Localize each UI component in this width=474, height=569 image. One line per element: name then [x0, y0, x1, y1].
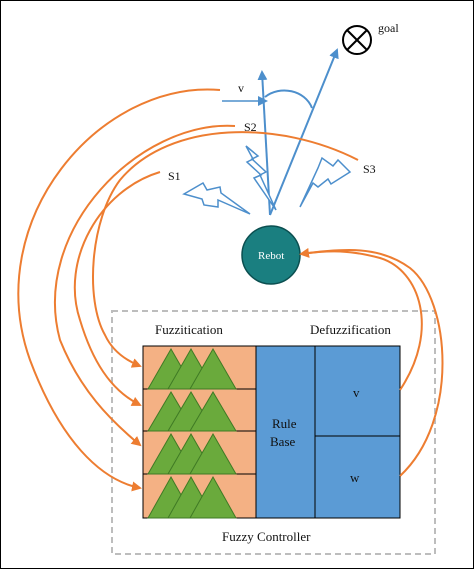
rule-base-label-1: Rule [272, 416, 297, 431]
s3-label: S3 [363, 162, 376, 176]
membership-triangle-r4-3 [189, 475, 237, 519]
rule-base-block [255, 345, 316, 519]
defuzz-v-block [314, 345, 401, 437]
output-w-label: w [350, 470, 360, 485]
fuzzification-block [142, 345, 257, 519]
defuzzification-label: Defuzzification [310, 322, 391, 337]
fuzzification-label: Fuzzitication [155, 322, 223, 337]
fuzzy-controller-label: Fuzzy Controller [222, 529, 311, 544]
input-arrow-s2 [54, 124, 236, 447]
heading-arrow [257, 70, 271, 216]
goal-direction-arrow [269, 48, 339, 216]
output-v-label: v [353, 385, 360, 400]
rule-base-label-2: Base [270, 434, 296, 449]
robot-label: Rebot [258, 250, 284, 262]
sensor-s2-icon [245, 145, 277, 211]
sensor-s3-icon [299, 156, 352, 208]
membership-triangle-r2-3 [189, 391, 237, 432]
membership-functions [147, 347, 237, 519]
s2-label: S2 [244, 120, 257, 134]
fuzzy-controller-box [111, 310, 436, 555]
input-arrow-s1 [73, 171, 161, 406]
goal-label: goal [378, 21, 399, 35]
v-label: v [238, 81, 244, 95]
defuzz-w-block [314, 435, 401, 519]
input-arrow-s3 [92, 131, 359, 368]
angle-arc [264, 89, 313, 109]
goal-icon [342, 25, 372, 55]
s1-label: S1 [168, 169, 181, 183]
membership-triangle-r1-3 [189, 347, 237, 390]
output-arrow-w [300, 249, 444, 477]
membership-triangle-r3-3 [189, 432, 237, 475]
sensor-s1-icon [182, 181, 251, 215]
input-arrow-v [17, 88, 221, 492]
